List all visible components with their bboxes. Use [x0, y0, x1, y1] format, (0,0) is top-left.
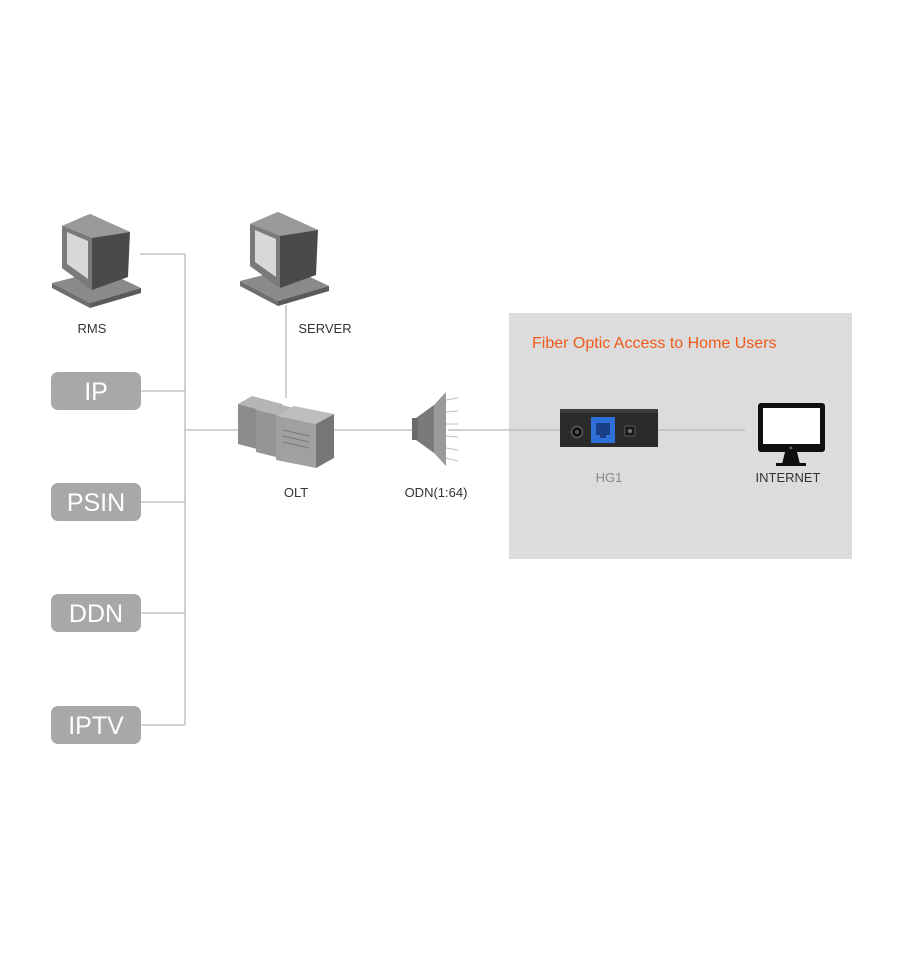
- hg1-router-icon: [560, 409, 658, 447]
- olt-server-rack-icon: [238, 396, 334, 468]
- service-ddn: DDN: [51, 594, 141, 632]
- olt-label: OLT: [284, 485, 308, 500]
- rms-label: RMS: [78, 321, 107, 336]
- service-psin-label: PSIN: [67, 489, 125, 517]
- service-iptv-label: IPTV: [68, 712, 124, 740]
- connection-lines: [140, 253, 745, 726]
- hg1-label: HG1: [596, 470, 623, 485]
- internet-label: INTERNET: [756, 470, 821, 485]
- service-psin: PSIN: [51, 483, 141, 521]
- panel-title: Fiber Optic Access to Home Users: [532, 335, 777, 352]
- internet-monitor-icon: [758, 403, 825, 466]
- service-ip: IP: [51, 372, 141, 410]
- odn-label: ODN(1:64): [405, 485, 468, 500]
- server-computer-icon: [240, 212, 329, 306]
- server-label: SERVER: [298, 321, 351, 336]
- odn-splitter-icon: [412, 392, 459, 466]
- service-ddn-label: DDN: [69, 600, 123, 628]
- service-iptv: IPTV: [51, 706, 141, 744]
- service-ip-label: IP: [84, 378, 108, 406]
- rms-computer-icon: [52, 214, 141, 308]
